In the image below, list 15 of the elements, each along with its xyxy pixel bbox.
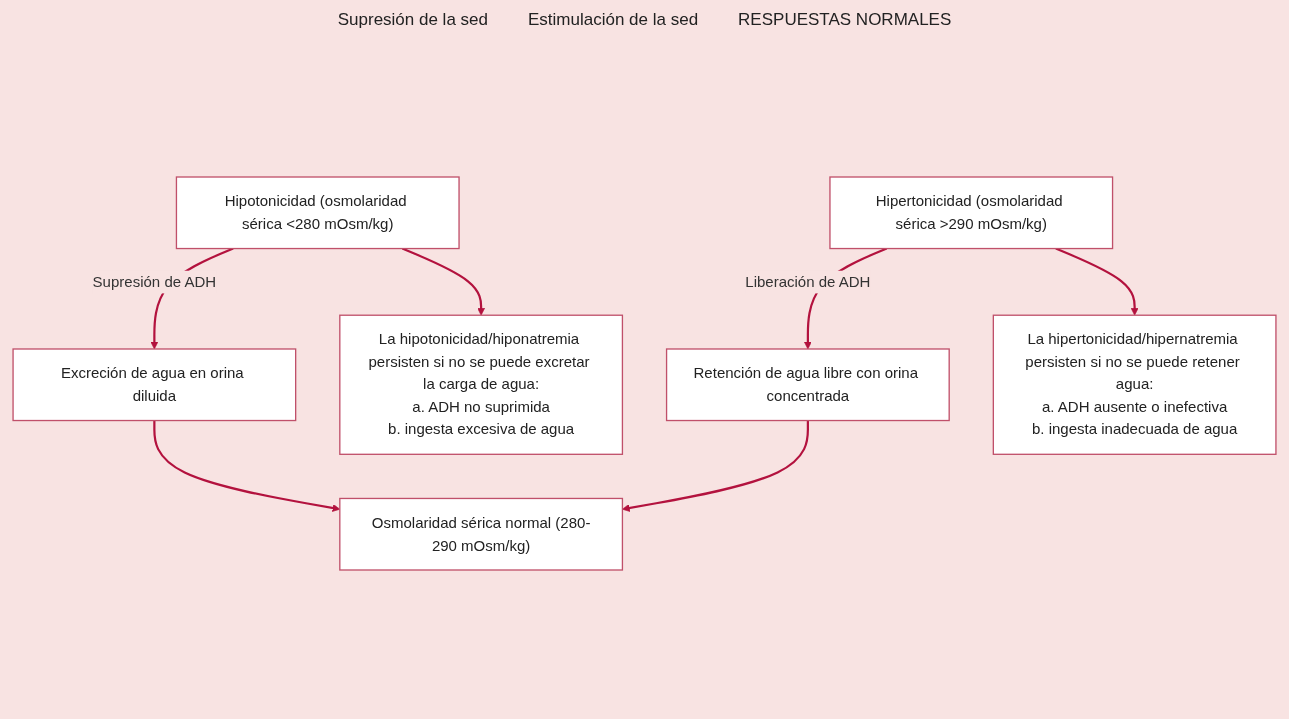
note-text: RESPUESTAS NORMALES xyxy=(738,10,952,30)
node-box: Osmolaridad sérica normal (280-290 mOsm/kg) xyxy=(339,497,624,571)
node-box: Hipertonicidad (osmolaridad sérica >290 mOsm/kg) xyxy=(829,176,1114,250)
node-box: La hipotonicidad/hiponatremia persisten si no se puede excretar la carga de agua: a. ADH no suprimida b. ingesta excesiva de agua xyxy=(339,314,624,455)
edge-label: Liberación de ADH xyxy=(745,273,871,291)
arrow xyxy=(622,420,809,512)
arrow xyxy=(1055,247,1139,316)
node-box: Hipotonicidad (osmolaridad sérica <280 mOsm/kg) xyxy=(175,176,460,250)
arrow xyxy=(401,247,485,316)
edge-label: Supresión de ADH xyxy=(92,273,217,291)
node-box: La hipertonicidad/hipernatremia persisten si no se puede retener agua: a. ADH ausente o inefectiva b. ingesta inadecuada de agua xyxy=(992,314,1277,455)
note-text: Supresión de la sed xyxy=(337,10,488,30)
node-box: Excreción de agua en orina diluida xyxy=(12,348,297,422)
node-box: Retención de agua libre con orina concentrada xyxy=(665,348,950,422)
note-text: Estimulación de la sed xyxy=(528,10,699,30)
